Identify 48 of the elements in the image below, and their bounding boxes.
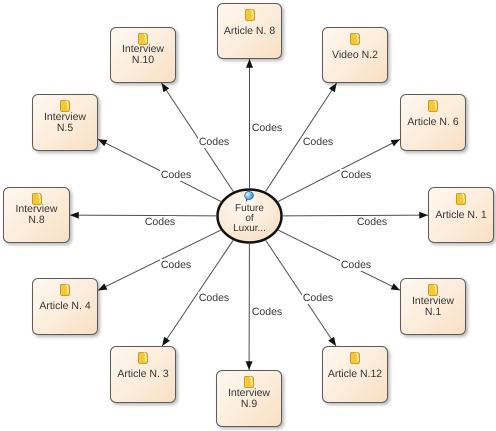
arrow: [265, 82, 338, 192]
node-label: Article N. 1: [434, 210, 488, 220]
document-card: [428, 187, 494, 243]
arrow: [282, 212, 428, 219]
document-card: [216, 370, 282, 427]
arrow: [70, 212, 216, 219]
document-card: [32, 94, 98, 151]
edge-label: Codes: [160, 259, 192, 271]
arrow: [246, 244, 253, 370]
document-card: [400, 94, 466, 151]
arrow: [278, 138, 400, 202]
arrow: [161, 82, 234, 192]
document-card: [217, 3, 282, 59]
document-card: [110, 346, 176, 403]
document-card: [322, 346, 388, 403]
node-label: Article N.12: [327, 369, 383, 380]
topic-ellipse: [216, 188, 283, 244]
edge-label: Codes: [356, 216, 388, 228]
edge-label: Codes: [144, 216, 176, 228]
node-label: Interview N.1: [410, 296, 455, 318]
arrow: [246, 58, 253, 188]
document-card: [322, 27, 388, 83]
node-label: Interview N.9: [226, 388, 271, 410]
node-label: Article N. 4: [38, 301, 92, 312]
node-label: Article N. 6: [406, 117, 460, 128]
document-card: [3, 187, 70, 243]
arrow: [98, 230, 222, 291]
document-card: [32, 278, 98, 335]
edge-label: Codes: [340, 259, 372, 271]
arrow: [265, 240, 337, 346]
edge-label: Codes: [198, 292, 230, 304]
edge-label: Codes: [302, 136, 334, 148]
node-label: Article N. 8: [222, 26, 276, 36]
edge-label: Codes: [250, 122, 284, 134]
document-card: [400, 278, 466, 335]
node-label: Article N. 3: [116, 369, 170, 380]
edge-label: Codes: [160, 169, 192, 181]
node-label: Future of Luxur...: [232, 204, 267, 234]
edge-label: Codes: [340, 169, 372, 181]
node-label: Interview N.10: [120, 44, 165, 66]
edge-label: Codes: [198, 136, 230, 148]
node-label: Video N.2: [331, 50, 379, 60]
document-card: [110, 27, 176, 83]
edge-label: Codes: [302, 292, 334, 304]
node-label: Interview N.8: [14, 204, 58, 226]
edge-label: Codes: [250, 306, 284, 318]
arrow: [162, 240, 234, 346]
node-label: Interview N.5: [42, 112, 87, 134]
